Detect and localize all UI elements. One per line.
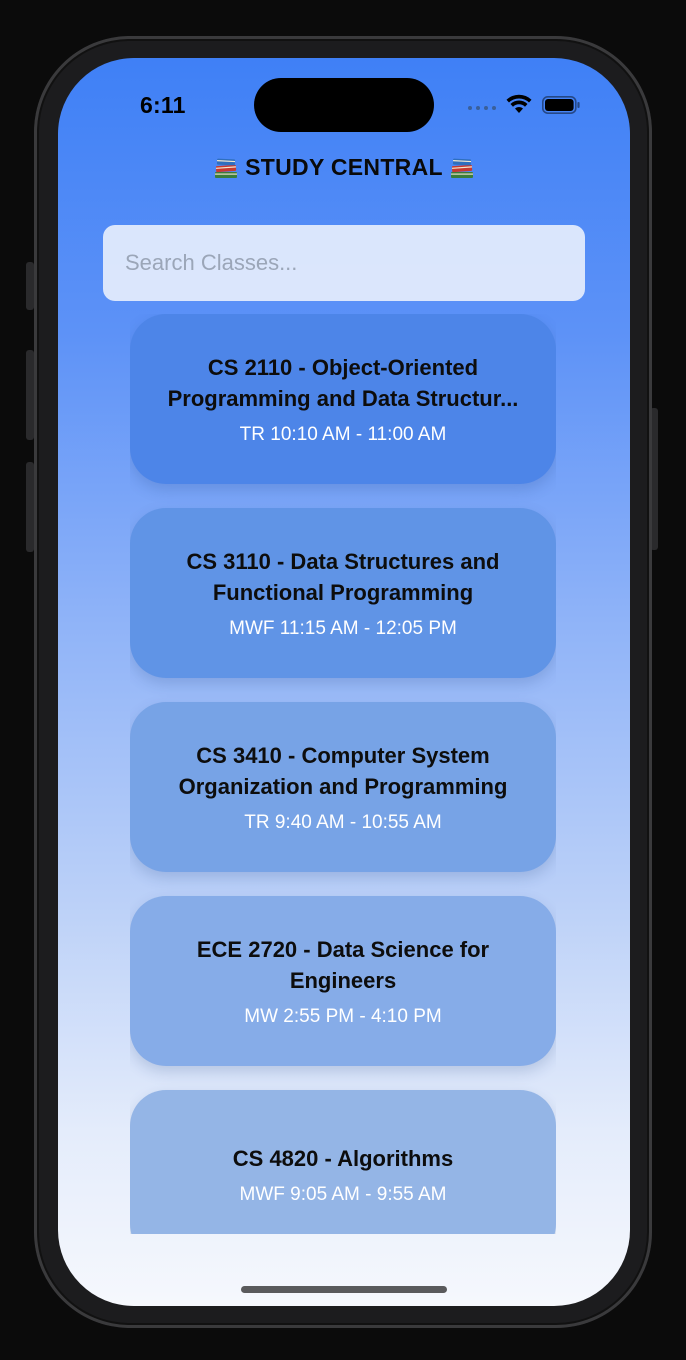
status-time: 6:11 xyxy=(140,92,186,118)
class-card-cs3410[interactable]: CS 3410 - Computer System Organization a… xyxy=(130,702,556,872)
class-card-cs4820[interactable]: CS 4820 - Algorithms MWF 9:05 AM - 9:55 … xyxy=(130,1090,556,1234)
class-schedule: MWF 9:05 AM - 9:55 AM xyxy=(239,1184,447,1205)
volume-down-button xyxy=(26,462,34,552)
class-schedule: TR 9:40 AM - 10:55 AM xyxy=(244,811,442,833)
volume-up-button xyxy=(26,350,34,440)
power-button xyxy=(650,408,658,550)
page-title: STUDY CENTRAL xyxy=(58,154,630,181)
cellular-signal-icon xyxy=(468,106,496,110)
class-title: ECE 2720 - Data Science for Engineers xyxy=(196,936,490,993)
class-schedule: MWF 11:15 AM - 12:05 PM xyxy=(229,617,457,639)
class-title: CS 3410 - Computer System Organization a… xyxy=(178,742,508,799)
books-icon xyxy=(215,158,238,178)
battery-icon xyxy=(542,96,580,114)
wifi-icon xyxy=(506,94,532,113)
class-list[interactable]: CS 2110 - Object-Oriented Programming an… xyxy=(130,314,556,1234)
silent-switch xyxy=(26,262,34,310)
class-schedule: MW 2:55 PM - 4:10 PM xyxy=(244,1005,442,1027)
books-icon xyxy=(450,158,473,178)
class-title: CS 4820 - Algorithms xyxy=(232,1146,454,1171)
home-indicator[interactable] xyxy=(241,1286,447,1293)
search-input[interactable] xyxy=(103,225,585,301)
class-schedule: TR 10:10 AM - 11:00 AM xyxy=(239,423,447,445)
class-title: CS 3110 - Data Structures and Functional… xyxy=(186,548,500,605)
app-screen: 6:11 STUDY CENTRAL xyxy=(58,58,630,1306)
class-card-cs2110[interactable]: CS 2110 - Object-Oriented Programming an… xyxy=(130,314,556,484)
class-title: CS 2110 - Object-Oriented Programming an… xyxy=(167,354,519,411)
app-title-text: STUDY CENTRAL xyxy=(245,154,443,180)
class-card-cs3110[interactable]: CS 3110 - Data Structures and Functional… xyxy=(130,508,556,678)
dynamic-island xyxy=(254,78,434,132)
class-card-ece2720[interactable]: ECE 2720 - Data Science for Engineers MW… xyxy=(130,896,556,1066)
